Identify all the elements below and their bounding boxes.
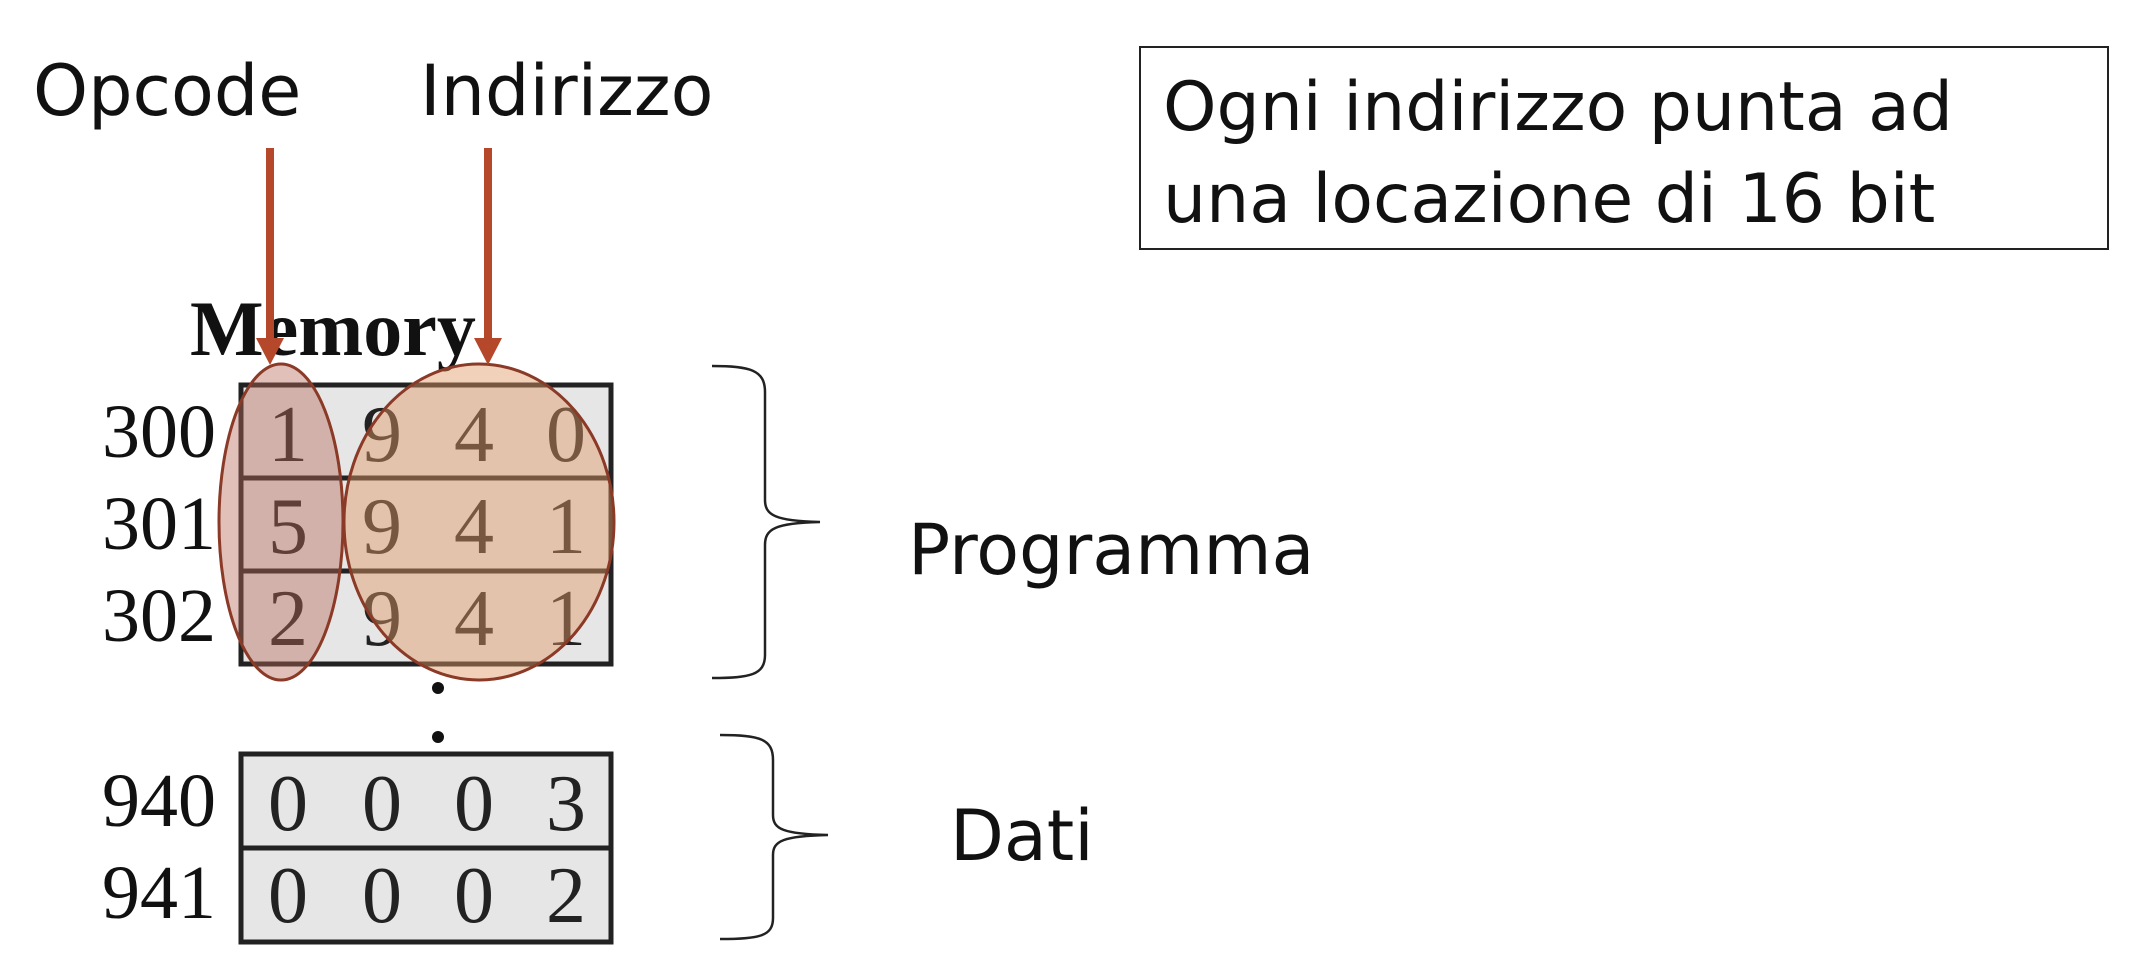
info-line-2: una locazione di 16 bit — [1163, 160, 1936, 239]
address-highlight-ellipse — [342, 362, 616, 682]
cell-940-d2: 0 — [454, 760, 494, 848]
cell-301-d1: 9 — [362, 483, 402, 571]
cell-302-d1: 9 — [362, 575, 402, 663]
address-301: 301 — [102, 482, 216, 566]
cell-302-d2: 4 — [454, 575, 494, 663]
program-row-302 — [238, 568, 614, 667]
info-line-1: Ogni indirizzo punta ad — [1163, 68, 1953, 147]
address-arrow — [474, 148, 502, 365]
address-941: 941 — [102, 851, 216, 935]
cell-940-d3: 3 — [546, 760, 586, 848]
cell-301-d3: 1 — [546, 483, 586, 571]
program-brace — [711, 364, 821, 680]
program-row-300 — [238, 382, 614, 481]
program-label: Programma — [908, 509, 1314, 591]
program-memory-block — [238, 382, 614, 667]
cell-302-d0: 2 — [268, 575, 308, 663]
cell-300-d0: 1 — [268, 391, 308, 479]
cell-301-d2: 4 — [454, 483, 494, 571]
memory-title: Memory — [190, 285, 476, 372]
opcode-highlight-ellipse — [217, 362, 345, 682]
ellipsis-dot — [432, 682, 444, 694]
address-302: 302 — [102, 574, 216, 658]
opcode-label: Opcode — [33, 50, 301, 132]
cell-300-d2: 4 — [454, 391, 494, 479]
cell-941-d2: 0 — [454, 852, 494, 940]
opcode-arrow — [256, 148, 284, 365]
cell-940-d1: 0 — [362, 760, 402, 848]
address-300: 300 — [102, 390, 216, 474]
data-brace — [719, 733, 829, 941]
data-row-941 — [238, 845, 614, 945]
data-memory-block — [238, 751, 614, 945]
cell-300-d3: 0 — [546, 391, 586, 479]
address-label: Indirizzo — [420, 50, 713, 132]
cell-301-d0: 5 — [268, 483, 308, 571]
address-940: 940 — [102, 759, 216, 843]
cell-302-d3: 1 — [546, 575, 586, 663]
cell-941-d1: 0 — [362, 852, 402, 940]
ellipsis-dot — [432, 731, 444, 743]
cell-941-d3: 2 — [546, 852, 586, 940]
cell-940-d0: 0 — [268, 760, 308, 848]
data-label: Dati — [950, 795, 1094, 877]
cell-300-d1: 9 — [362, 391, 402, 479]
cell-941-d0: 0 — [268, 852, 308, 940]
info-box: Ogni indirizzo punta ad una locazione di… — [1139, 46, 2109, 250]
